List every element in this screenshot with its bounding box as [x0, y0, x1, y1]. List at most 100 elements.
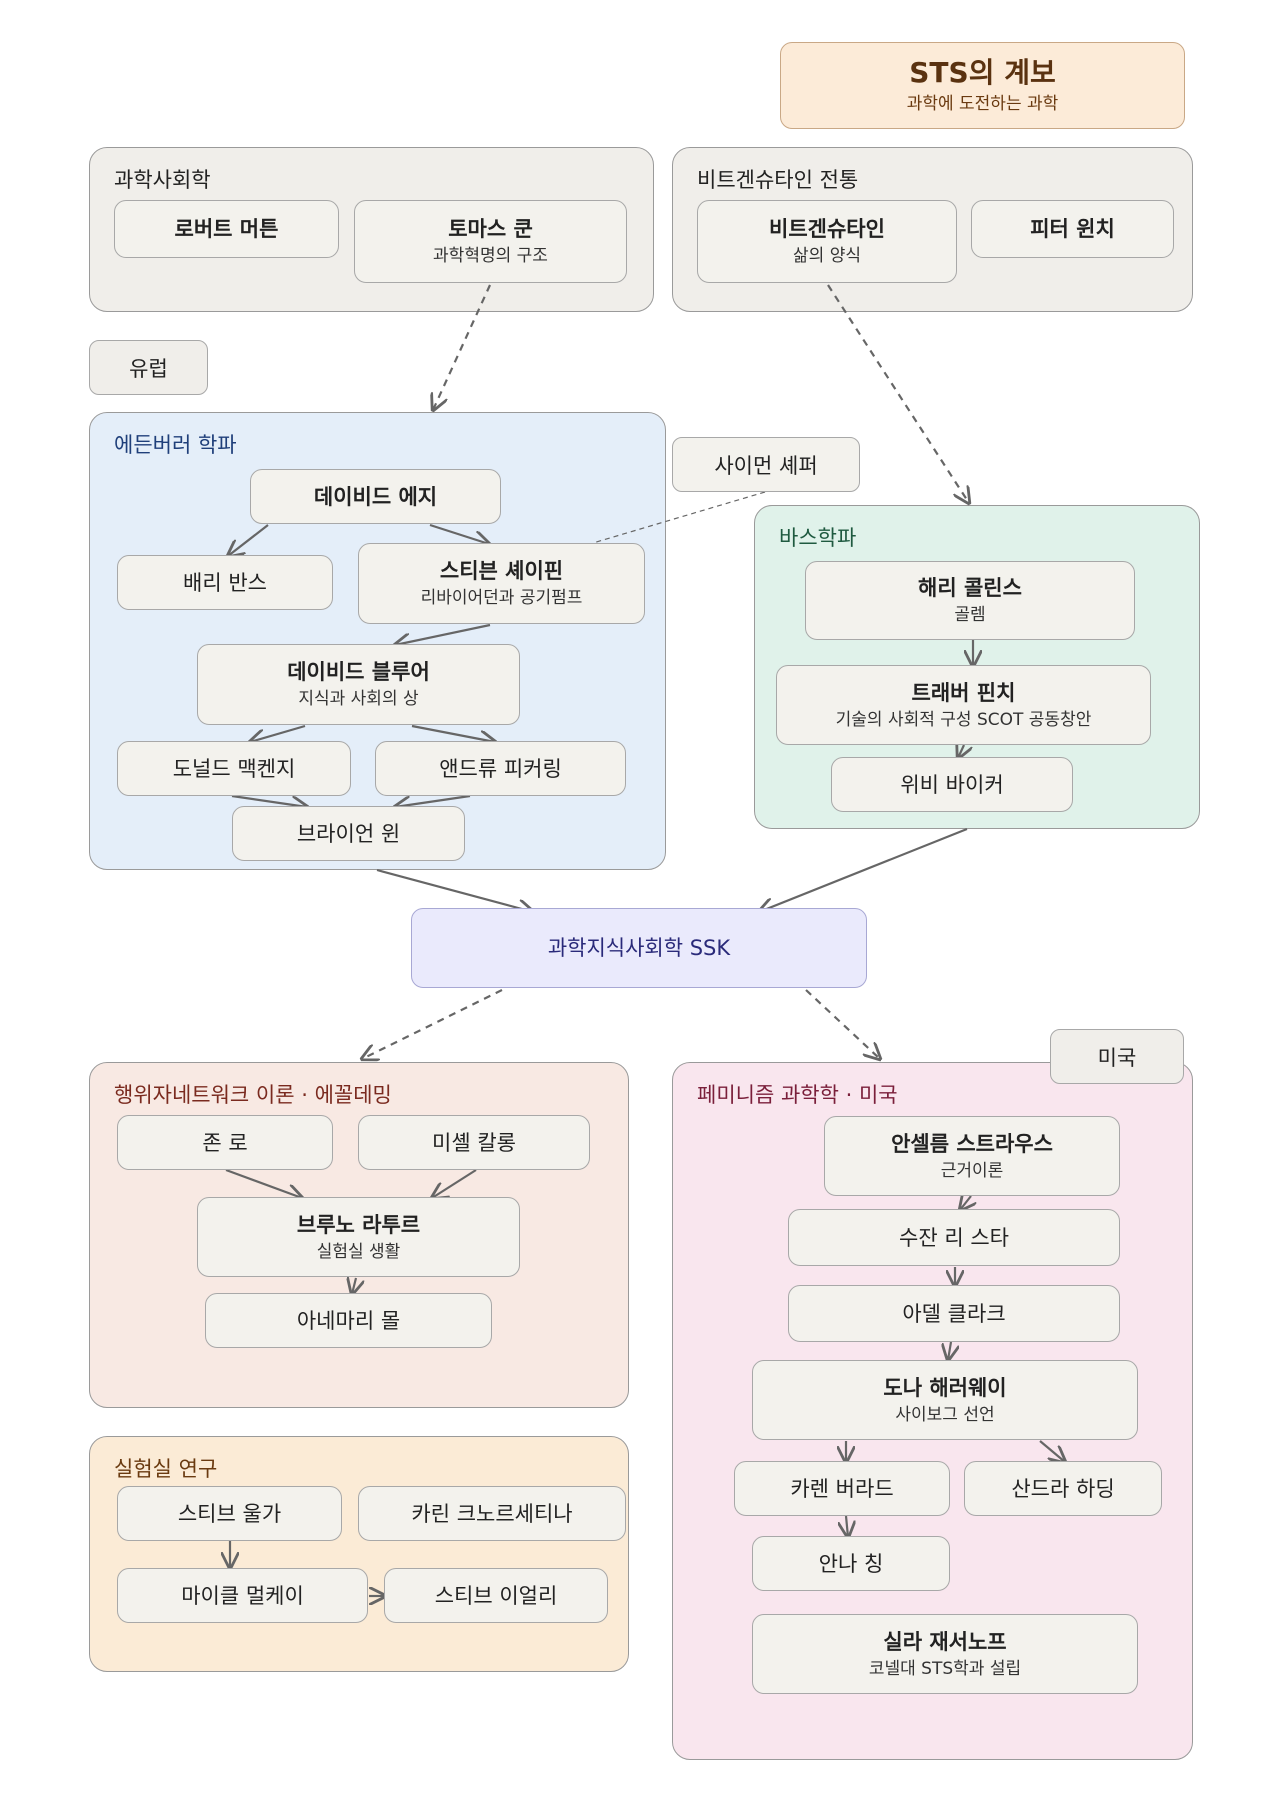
title-box: STS의 계보 과학에 도전하는 과학 — [780, 42, 1185, 129]
node-name: 해리 콜린스 — [918, 576, 1022, 600]
node-name: 배리 반스 — [183, 570, 267, 595]
node-name: 스티브 이얼리 — [434, 1583, 558, 1608]
node-name: 산드라 하딩 — [1011, 1476, 1115, 1501]
node-jasanoff: 실라 재서노프 코넬대 STS학과 설립 — [752, 1614, 1138, 1694]
node-name: 브루노 라투르 — [296, 1212, 421, 1237]
edge-pinch-bijker — [958, 745, 964, 758]
node-haraway: 도나 해러웨이 사이보그 선언 — [752, 1360, 1138, 1440]
node-pinch: 트래버 핀치 기술의 사회적 구성 SCOT 공동창안 — [776, 665, 1151, 745]
edge-bloor-pickering — [411, 724, 495, 742]
edge-barad-chang — [846, 1515, 848, 1537]
node-name: 안나 칭 — [818, 1551, 884, 1576]
node-name: 도나 해러웨이 — [883, 1375, 1007, 1400]
node-name: 실라 재서노프 — [883, 1629, 1007, 1654]
node-work: 삶의 양식 — [793, 246, 861, 266]
node-name: 카렌 버라드 — [790, 1476, 894, 1501]
node-woolgar: 스티브 울가 — [117, 1486, 342, 1541]
edge-edinburgh-ssk — [376, 868, 533, 912]
node-name: 위비 바이커 — [900, 772, 1004, 797]
node-name: 수잔 리 스타 — [899, 1225, 1009, 1250]
edge-bloor-mackenzie — [250, 724, 306, 742]
node-work: 과학혁명의 구조 — [433, 246, 548, 266]
node-name: 비트겐슈타인 — [769, 217, 885, 241]
node-schaffer: 사이먼 셰퍼 — [672, 437, 860, 492]
group-lab: 실험실 연구 — [89, 1436, 629, 1672]
node-law: 존 로 — [117, 1115, 333, 1170]
edge-kuhn-edinburgh — [433, 284, 492, 410]
node-name: 토마스 쿤 — [448, 217, 533, 241]
edge-edge-shapin — [429, 523, 489, 544]
node-collins: 해리 콜린스 골렘 — [805, 561, 1135, 640]
group-label: 과학사회학 — [114, 168, 211, 192]
node-wittgenstein: 비트겐슈타인 삶의 양식 — [697, 200, 957, 283]
edge-wittgenstein-bath — [827, 284, 969, 503]
node-name: 아네마리 몰 — [296, 1308, 401, 1333]
node-work: 사이보그 선언 — [895, 1404, 995, 1425]
node-name: 스티븐 셰이핀 — [439, 559, 564, 583]
node-yearley: 스티브 이얼리 — [384, 1568, 608, 1623]
node-bloor: 데이비드 블루어 지식과 사회의 상 — [197, 644, 520, 725]
node-name: 앤드류 피커링 — [439, 756, 562, 781]
edge-ssk-feminism — [805, 989, 880, 1059]
edge-ssk-ant — [362, 989, 503, 1059]
node-name: 스티브 울가 — [177, 1501, 282, 1526]
node-work: 리바이어던과 공기펌프 — [420, 588, 583, 608]
node-name: 과학지식사회학 SSK — [547, 936, 731, 960]
group-label: 비트겐슈타인 전통 — [697, 168, 859, 192]
edge-strauss-star — [960, 1196, 971, 1210]
node-name: 트래버 핀치 — [911, 680, 1016, 705]
edge-latour-mol — [352, 1278, 356, 1294]
group-label: 페미니즘 과학학 · 미국 — [697, 1083, 898, 1107]
edge-edge-barnes — [228, 524, 269, 556]
edge-pickering-wynne — [395, 794, 471, 807]
node-name: 피터 윈치 — [1030, 217, 1115, 241]
title-sub: 과학에 도전하는 과학 — [906, 94, 1059, 114]
node-work: 기술의 사회적 구성 SCOT 공동창안 — [835, 709, 1092, 730]
edge-law-latour — [225, 1168, 302, 1198]
edge-shapin-bloor — [395, 623, 491, 645]
node-barnes: 배리 반스 — [117, 555, 333, 610]
node-name: 존 로 — [202, 1130, 248, 1155]
node-ssk: 과학지식사회학 SSK — [411, 908, 867, 988]
node-clarke: 아델 클라크 — [788, 1285, 1120, 1342]
group-label: 행위자네트워크 이론 · 에꼴데밍 — [114, 1083, 392, 1107]
node-knorr: 카린 크노르세티나 — [358, 1486, 626, 1541]
group-label: 에든버러 학파 — [114, 433, 237, 457]
node-latour: 브루노 라투르 실험실 생활 — [197, 1197, 520, 1277]
node-name: 미셸 칼롱 — [432, 1130, 516, 1155]
node-name: 데이비드 블루어 — [287, 660, 430, 684]
node-mulkay: 마이클 멀케이 — [117, 1568, 368, 1623]
title-main: STS의 계보 — [909, 56, 1056, 89]
node-name: 카린 크노르세티나 — [411, 1501, 573, 1526]
node-harding: 산드라 하딩 — [964, 1461, 1162, 1516]
node-name: 브라이언 윈 — [296, 821, 401, 846]
node-name: 도널드 맥켄지 — [172, 756, 296, 781]
node-work: 근거이론 — [940, 1160, 1004, 1181]
node-work: 실험실 생활 — [316, 1241, 401, 1262]
node-callon: 미셸 칼롱 — [358, 1115, 590, 1170]
group-label: 실험실 연구 — [114, 1457, 218, 1481]
edge-mackenzie-wynne — [231, 794, 307, 807]
node-barad: 카렌 버라드 — [734, 1461, 950, 1516]
node-work: 골렘 — [954, 605, 986, 625]
edge-clarke-haraway — [948, 1341, 951, 1360]
node-mackenzie: 도널드 맥켄지 — [117, 741, 351, 796]
node-name: 데이비드 에지 — [313, 484, 438, 509]
node-strauss: 안셀름 스트라우스 근거이론 — [824, 1116, 1120, 1196]
node-chang: 안나 칭 — [752, 1536, 950, 1591]
tag-usa: 미국 — [1050, 1029, 1184, 1084]
node-wynne: 브라이언 윈 — [232, 806, 465, 861]
node-work: 지식과 사회의 상 — [298, 689, 419, 709]
node-name: 아델 클라크 — [902, 1301, 1006, 1326]
node-name: 마이클 멀케이 — [181, 1583, 304, 1608]
node-pickering: 앤드류 피커링 — [375, 741, 626, 796]
group-label: 바스학파 — [779, 526, 857, 550]
node-bijker: 위비 바이커 — [831, 757, 1073, 812]
node-kuhn: 토마스 쿤 과학혁명의 구조 — [354, 200, 627, 283]
node-shapin: 스티븐 셰이핀 리바이어던과 공기펌프 — [358, 543, 645, 624]
node-star: 수잔 리 스타 — [788, 1209, 1120, 1266]
edge-haraway-harding — [1039, 1440, 1065, 1462]
node-edge: 데이비드 에지 — [250, 469, 501, 524]
node-name: 안셀름 스트라우스 — [891, 1131, 1053, 1156]
